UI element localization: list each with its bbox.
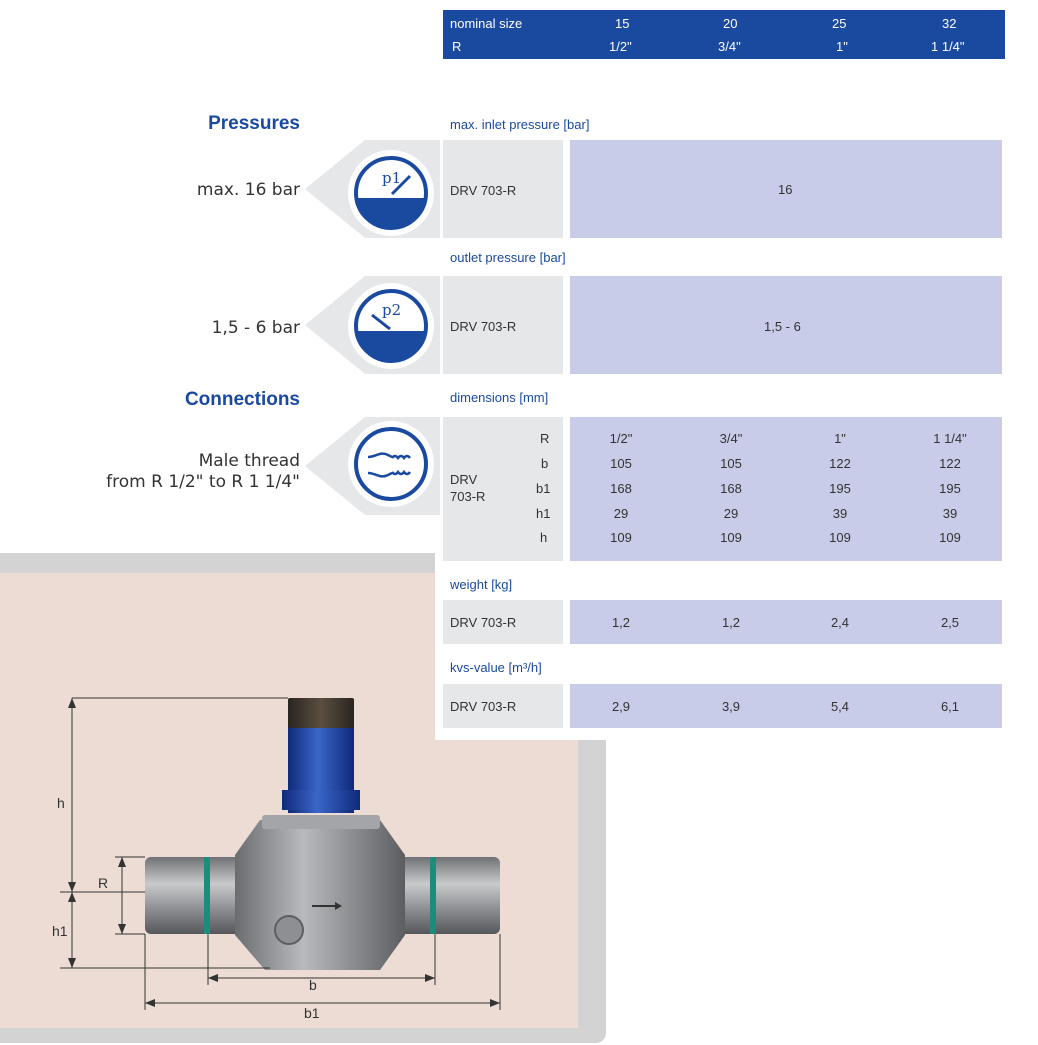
cell: 168 — [610, 481, 632, 496]
cell: 1" — [834, 431, 846, 446]
weight-model: DRV 703-R — [450, 615, 517, 630]
weight-section-label: weight [kg] — [450, 577, 513, 592]
cell: 109 — [829, 530, 851, 545]
outlet-value: 1,5 - 6 — [764, 319, 801, 334]
outlet-value-cell: 1,5 - 6 — [570, 276, 1002, 374]
weight-value: 2,4 — [830, 615, 850, 630]
dim-label-r: R — [98, 875, 108, 891]
size-20: 20 — [723, 16, 738, 31]
outlet-model: DRV 703-R — [450, 319, 517, 334]
kvs-model: DRV 703-R — [450, 699, 517, 714]
cell: 109 — [939, 530, 961, 545]
inlet-left-text: max. 16 bar — [196, 180, 300, 200]
row-label: b1 — [536, 481, 551, 496]
dimensions-model-2: 703-R — [450, 489, 486, 504]
cell: 168 — [720, 481, 742, 496]
cell: 29 — [723, 506, 739, 521]
row-label: b — [541, 456, 549, 471]
thread-4: 1 1/4" — [931, 39, 965, 54]
male-thread-icon — [354, 427, 428, 501]
pressure-gauge-p2-icon: p2 — [354, 289, 428, 363]
dim-label-b1: b1 — [304, 1005, 320, 1021]
kvs-model-cell: DRV 703-R — [443, 684, 563, 728]
cell: 105 — [720, 456, 742, 471]
kvs-section-label: kvs-value [m³/h] — [450, 660, 542, 675]
row-label: R — [540, 431, 550, 446]
cell: 3/4" — [719, 431, 743, 446]
inlet-model: DRV 703-R — [450, 183, 517, 198]
cell: 1/2" — [609, 431, 633, 446]
r-label: R — [452, 39, 462, 54]
cell: 195 — [829, 481, 851, 496]
connections-heading: Connections — [184, 389, 300, 410]
inlet-value: 16 — [778, 182, 793, 197]
cell: 109 — [610, 530, 632, 545]
thread-1: 1/2" — [609, 39, 632, 54]
dimensions-section-label: dimensions [mm] — [450, 390, 549, 405]
inlet-section-label: max. inlet pressure [bar] — [450, 117, 590, 132]
kvs-value: 2,9 — [611, 699, 631, 714]
p1-label: p1 — [382, 169, 401, 187]
nominal-size-label: nominal size — [450, 16, 523, 31]
dim-label-h: h — [57, 795, 65, 811]
cell: 39 — [832, 506, 848, 521]
dimensions-values-cell — [570, 417, 1002, 561]
valve-technical-drawing: h R h1 b b1 — [52, 697, 501, 1021]
kvs-value: 6,1 — [940, 699, 960, 714]
outlet-section-label: outlet pressure [bar] — [450, 250, 566, 265]
pressure-gauge-p1-icon: p1 — [354, 156, 428, 230]
pressures-heading: Pressures — [208, 113, 300, 134]
kvs-values-cell: 2,9 3,9 5,4 6,1 — [570, 684, 1002, 728]
cell: 122 — [829, 456, 851, 471]
row-label: h1 — [536, 506, 551, 521]
dim-label-h1: h1 — [52, 923, 68, 939]
size-15: 15 — [615, 16, 630, 31]
dim-label-b: b — [309, 977, 317, 993]
inlet-model-cell: DRV 703-R — [443, 140, 563, 238]
outlet-model-cell: DRV 703-R — [443, 276, 563, 374]
dimensions-model-cell: DRV 703-R — [443, 417, 563, 561]
weight-values-cell: 1,2 1,2 2,4 2,5 — [570, 600, 1002, 644]
thread-3: 1" — [836, 39, 848, 54]
cell: 122 — [939, 456, 961, 471]
nominal-size-header: nominal size 15 20 25 32 R 1/2" 3/4" 1" … — [443, 10, 1005, 59]
cell: 109 — [720, 530, 742, 545]
cell: 195 — [939, 481, 961, 496]
weight-value: 1,2 — [721, 615, 741, 630]
inlet-value-cell: 16 — [570, 140, 1002, 238]
row-label: h — [540, 530, 548, 545]
size-25: 25 — [832, 16, 847, 31]
cell: 105 — [610, 456, 632, 471]
kvs-value: 3,9 — [721, 699, 741, 714]
kvs-value: 5,4 — [830, 699, 850, 714]
cell: 29 — [613, 506, 629, 521]
weight-model-cell: DRV 703-R — [443, 600, 563, 644]
outlet-left-text: 1,5 - 6 bar — [211, 318, 300, 338]
cell: 1 1/4" — [933, 431, 967, 446]
p2-label: p2 — [382, 301, 401, 319]
weight-value: 2,5 — [940, 615, 960, 630]
dimensions-model-1: DRV — [450, 472, 478, 487]
size-32: 32 — [942, 16, 957, 31]
weight-value: 1,2 — [611, 615, 631, 630]
cell: 39 — [942, 506, 958, 521]
thread-2: 3/4" — [718, 39, 741, 54]
connections-left-text-2: from R 1/2" to R 1 1/4" — [106, 472, 300, 492]
connections-left-text-1: Male thread — [198, 451, 300, 471]
